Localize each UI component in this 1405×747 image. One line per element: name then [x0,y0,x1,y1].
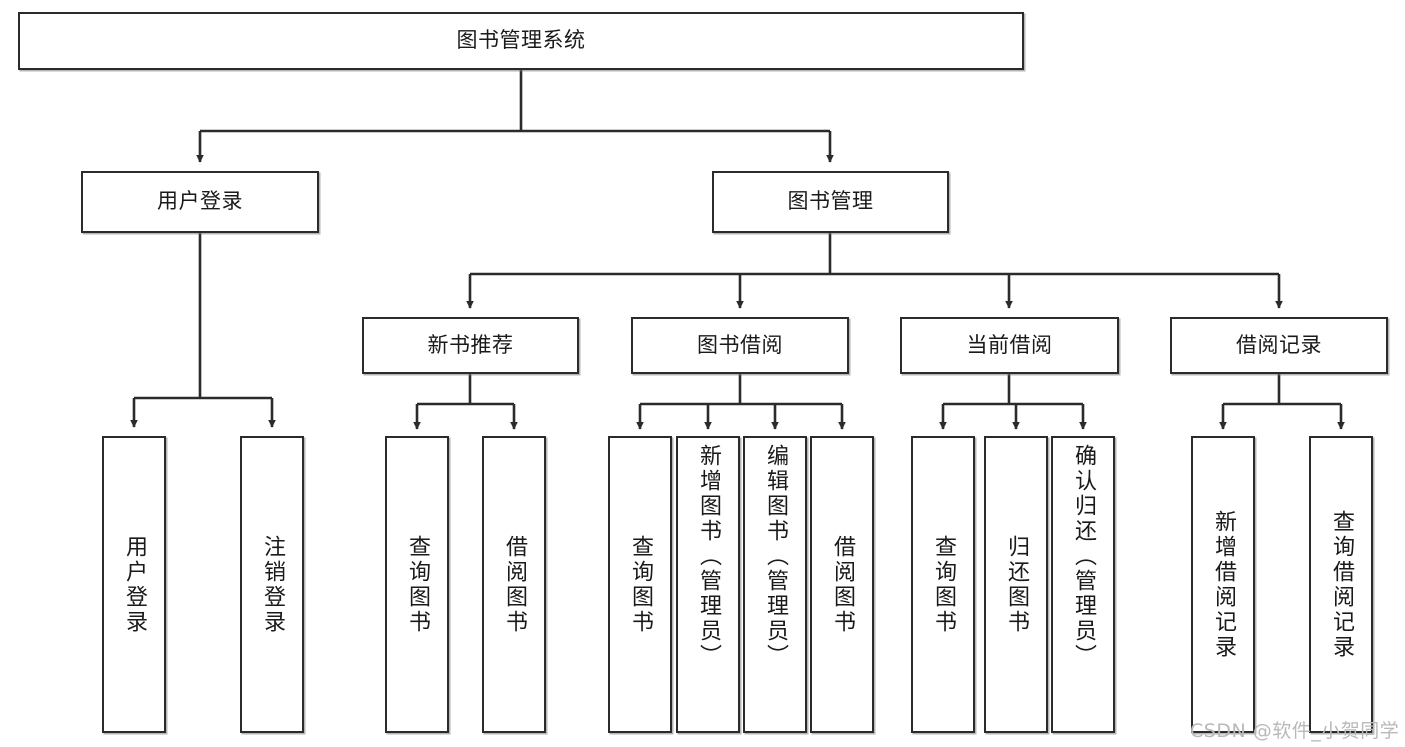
node-book-management-label: 图书管理 [787,189,874,214]
leaf-confirm-return-admin[interactable]: 确认归还（管理员） [1051,436,1115,733]
node-new-book-recommend[interactable]: 新书推荐 [362,317,579,374]
leaf-add-borrow-record[interactable]: 新增借阅记录 [1191,436,1255,733]
leaf-logout-login-label: 注销登录 [260,534,285,635]
leaf-query-book-current[interactable]: 查询图书 [911,436,975,733]
leaf-add-borrow-record-label: 新增借阅记录 [1211,509,1236,660]
new-book-connectors [413,374,518,430]
leaf-borrow-book-recommend-label: 借阅图书 [502,534,527,635]
leaf-query-borrow-record[interactable]: 查询借阅记录 [1309,436,1373,733]
leaf-query-book-recommend[interactable]: 查询图书 [385,436,449,733]
leaf-query-book-recommend-label: 查询图书 [405,534,430,635]
node-borrow-record-label: 借阅记录 [1236,332,1322,357]
book-manage-connectors [466,233,1283,309]
node-book-management[interactable]: 图书管理 [712,171,949,233]
leaf-query-book-borrow-label: 查询图书 [628,534,653,635]
node-current-borrow-label: 当前借阅 [966,332,1053,357]
node-book-borrow-label: 图书借阅 [697,332,783,357]
leaf-query-book-current-label: 查询图书 [931,534,956,635]
root-connectors [196,70,834,163]
leaf-user-login[interactable]: 用户登录 [102,436,166,733]
node-user-login-label: 用户登录 [157,189,243,214]
borrow-record-connectors [1219,374,1345,430]
node-new-book-recommend-label: 新书推荐 [427,332,514,357]
leaf-user-login-label: 用户登录 [122,534,147,635]
user-login-connectors [130,233,276,428]
node-book-borrow[interactable]: 图书借阅 [631,317,849,374]
node-root-system[interactable]: 图书管理系统 [18,12,1024,70]
leaf-edit-book-admin[interactable]: 编辑图书（管理员） [743,436,807,733]
node-root-system-label: 图书管理系统 [456,28,586,53]
node-user-login[interactable]: 用户登录 [81,171,319,233]
leaf-borrow-book-label: 借阅图书 [830,534,855,635]
leaf-query-book-borrow[interactable]: 查询图书 [608,436,672,733]
leaf-add-book-admin-label: 新增图书（管理员） [696,444,721,669]
leaf-logout-login[interactable]: 注销登录 [240,436,304,733]
leaf-edit-book-admin-label: 编辑图书（管理员） [763,444,788,669]
book-borrow-connectors [636,374,846,430]
node-current-borrow[interactable]: 当前借阅 [900,317,1119,374]
leaf-add-book-admin[interactable]: 新增图书（管理员） [676,436,740,733]
leaf-borrow-book[interactable]: 借阅图书 [810,436,874,733]
leaf-borrow-book-recommend[interactable]: 借阅图书 [482,436,546,733]
leaf-query-borrow-record-label: 查询借阅记录 [1329,509,1354,660]
leaf-return-book[interactable]: 归还图书 [984,436,1048,733]
leaf-confirm-return-admin-label: 确认归还（管理员） [1071,444,1096,669]
leaf-return-book-label: 归还图书 [1004,534,1029,635]
node-borrow-record[interactable]: 借阅记录 [1170,317,1388,374]
current-borrow-connectors [939,374,1087,430]
